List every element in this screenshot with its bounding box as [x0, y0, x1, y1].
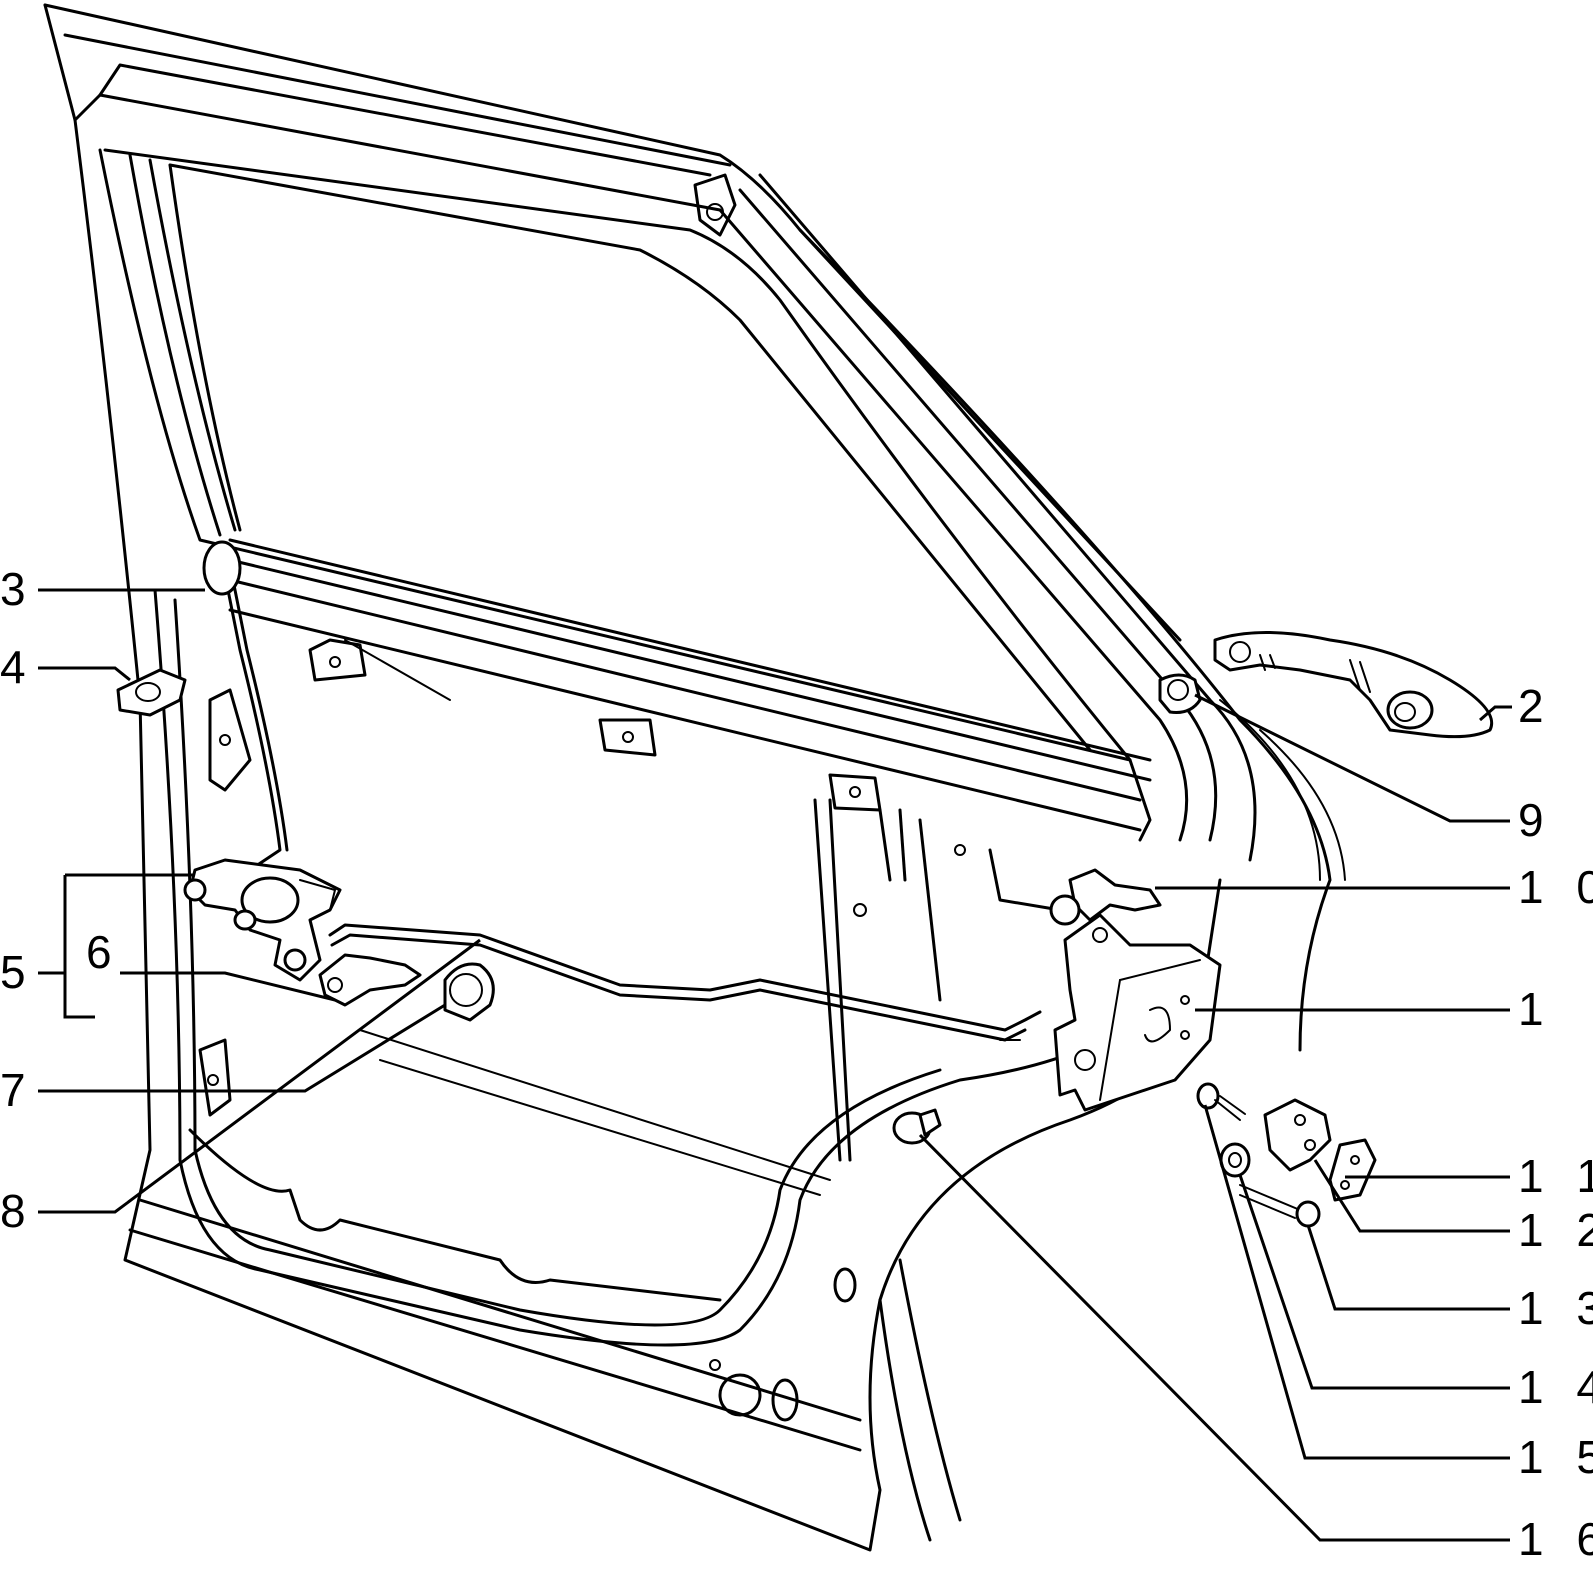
part-5-lock-assembly: [183, 858, 342, 982]
label-13: 1 3: [1518, 1282, 1593, 1334]
label-16: 1 6: [1518, 1513, 1593, 1565]
part-8-grommet: [443, 962, 495, 1022]
label-15: 1 5: [1518, 1431, 1593, 1483]
leader-lines: [38, 588, 1512, 1542]
label-4: 4: [0, 641, 36, 693]
label-1: 1: [1518, 983, 1554, 1035]
label-6: 6: [86, 926, 122, 978]
label-14: 1 4: [1518, 1361, 1593, 1413]
part-4-clip: [116, 668, 187, 717]
label-5: 5: [0, 946, 36, 998]
part-2-handle: [1213, 631, 1493, 739]
label-10: 1 0: [1518, 861, 1593, 913]
callout-labels: 3 4 5 6 7 8 2 9 1 0 1 1 1 1 2 1 3 1 4 1 …: [0, 563, 1593, 1565]
part-15-screw: [1196, 1082, 1246, 1121]
label-9: 9: [1518, 794, 1554, 846]
door-frame: [43, 3, 1346, 1552]
part-14-washer: [1219, 1142, 1251, 1178]
label-7: 7: [0, 1064, 36, 1116]
label-12: 1 2: [1518, 1204, 1593, 1256]
part-9-bushing: [1158, 673, 1202, 714]
part-12-striker: [1263, 1098, 1332, 1172]
label-3: 3: [0, 563, 36, 615]
part-16-plug: [892, 1108, 942, 1145]
label-11: 1 1: [1518, 1150, 1593, 1202]
label-2: 2: [1518, 680, 1554, 732]
part-3-rod: [202, 540, 289, 872]
part-10-lever: [1049, 868, 1162, 926]
part-1-latch: [1053, 913, 1222, 1112]
part-11-plate: [1328, 1138, 1377, 1202]
label-8: 8: [0, 1185, 36, 1237]
part-7-rod: [328, 923, 1042, 1042]
